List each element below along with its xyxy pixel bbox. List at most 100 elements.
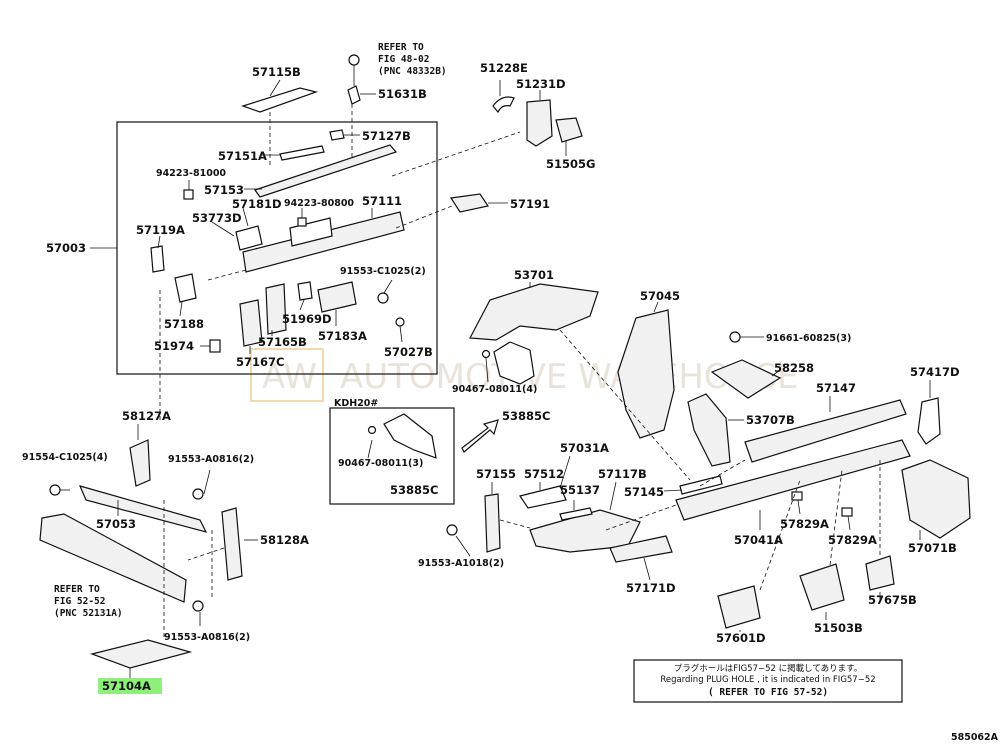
part-bumper-reinforcement [39,513,187,603]
label-51631B[interactable]: 51631B [378,87,427,101]
watermark-badge: AW [262,357,317,397]
label-57027B[interactable]: 57027B [384,345,433,359]
label-57117B[interactable]: 57117B [598,467,647,481]
label-57031A[interactable]: 57031A [560,441,609,455]
label-53773D[interactable]: 53773D [192,211,242,225]
label-55137[interactable]: 55137 [560,483,600,497]
label-90467-08011-4[interactable]: 90467-08011(4) [452,384,537,395]
part-51228E [492,96,515,114]
label-57041A[interactable]: 57041A [734,533,783,547]
part-57417D [917,397,941,445]
label-51228E[interactable]: 51228E [480,61,528,75]
label-51969D[interactable]: 51969D [282,312,332,326]
arrow-icon [461,419,499,453]
part-58128A [221,507,243,581]
label-57155[interactable]: 57155 [476,467,516,481]
label-57829A-a[interactable]: 57829A [780,517,829,531]
part-clip-94223-81000 [183,189,194,200]
refer-top-line3: (PNC 48332B) [378,66,447,77]
part-90467-08011-a [481,349,491,359]
label-58127A[interactable]: 58127A [122,409,171,423]
label-57115B[interactable]: 57115B [252,65,301,79]
label-57111[interactable]: 57111 [362,194,402,208]
part-57027B [395,317,405,327]
refer-left: REFER TO FIG 52-52 (PNC 52131A) [54,584,123,619]
label-91661-60825[interactable]: 91661-60825(3) [766,333,851,344]
label-57053[interactable]: 57053 [96,517,136,531]
label-57829A-b[interactable]: 57829A [828,533,877,547]
label-57167C[interactable]: 57167C [236,355,284,369]
label-57171D[interactable]: 57171D [626,581,676,595]
label-91553-C1025[interactable]: 91553-C1025(2) [340,266,426,277]
inset-label: KDH20# [334,398,378,409]
label-53707B[interactable]: 53707B [746,413,795,427]
plug-hole-note: プラグホールはFIG57−52 に掲載してあります。 Regarding PLU… [633,659,903,703]
label-57417D[interactable]: 57417D [910,365,960,379]
part-57183A [317,281,357,313]
label-57147[interactable]: 57147 [816,381,856,395]
label-57145[interactable]: 57145 [624,485,664,499]
part-57181D [235,225,263,251]
label-57183A[interactable]: 57183A [318,329,367,343]
part-57829A-b [841,507,853,517]
part-bolt-91553-A0816-a [192,488,204,500]
label-91553-A0816-a[interactable]: 91553-A0816(2) [168,454,254,465]
part-bolt-91553-A0816-b [192,600,204,612]
label-58128A[interactable]: 58128A [260,533,309,547]
part-53885C [493,341,535,385]
label-57119A[interactable]: 57119A [136,223,185,237]
label-53701[interactable]: 53701 [514,268,554,282]
label-57153[interactable]: 57153 [204,183,244,197]
label-51974[interactable]: 51974 [154,339,194,353]
label-57165B[interactable]: 57165B [258,335,307,349]
part-labels: 57115B 51631B 51228E 51231D 51505G 57127… [22,61,960,693]
label-57512[interactable]: 57512 [524,467,564,481]
label-53885C-a[interactable]: 53885C [502,409,550,423]
label-57675B[interactable]: 57675B [868,593,917,607]
part-57191 [449,193,489,213]
part-57071B [901,459,971,539]
label-57151A[interactable]: 57151A [218,149,267,163]
label-57601D[interactable]: 57601D [716,631,766,645]
label-57188[interactable]: 57188 [164,317,204,331]
label-91553-A1018[interactable]: 91553-A1018(2) [418,558,504,569]
label-57181D[interactable]: 57181D [232,197,282,211]
part-57171D [609,535,673,563]
label-51231D[interactable]: 51231D [516,77,566,91]
part-57111-bracket [289,217,333,247]
part-57512 [519,485,567,509]
label-57191[interactable]: 57191 [510,197,550,211]
label-94223-81000[interactable]: 94223-81000 [156,168,226,179]
label-57071B[interactable]: 57071B [908,541,957,555]
label-91554-C1025[interactable]: 91554-C1025(4) [22,452,108,463]
refer-top-line1: REFER TO [378,42,424,53]
label-58258[interactable]: 58258 [774,361,814,375]
refer-top-line2: FIG 48-02 [378,54,429,65]
diagram-id: 585062A [951,732,999,743]
label-91553-A0816-b[interactable]: 91553-A0816(2) [164,632,250,643]
part-bolt-91553-C1025 [377,292,389,304]
part-57151A [279,145,325,161]
label-57003[interactable]: 57003 [46,241,86,255]
label-53885C-b[interactable]: 53885C [390,483,438,497]
part-57045 [617,309,675,439]
label-94223-80800[interactable]: 94223-80800 [284,198,354,209]
highlight-57104A [98,678,162,694]
part-57104A [89,639,193,669]
label-51505G[interactable]: 51505G [546,157,595,171]
part-57153 [254,144,398,198]
part-57188 [174,273,197,303]
inset-box-kdh20 [329,407,455,505]
part-51974 [209,339,221,353]
label-51503B[interactable]: 51503B [814,621,863,635]
dashed-lines [159,104,881,640]
label-57127B[interactable]: 57127B [362,129,411,143]
part-57601D [717,585,761,629]
label-57104A[interactable]: 57104A [102,679,151,693]
part-53885C-inset [383,413,437,459]
refer-top: REFER TO FIG 48-02 (PNC 48332B) [378,42,447,77]
part-51631B [347,85,361,105]
label-57045[interactable]: 57045 [640,289,680,303]
label-90467-08011-3[interactable]: 90467-08011(3) [338,458,423,469]
